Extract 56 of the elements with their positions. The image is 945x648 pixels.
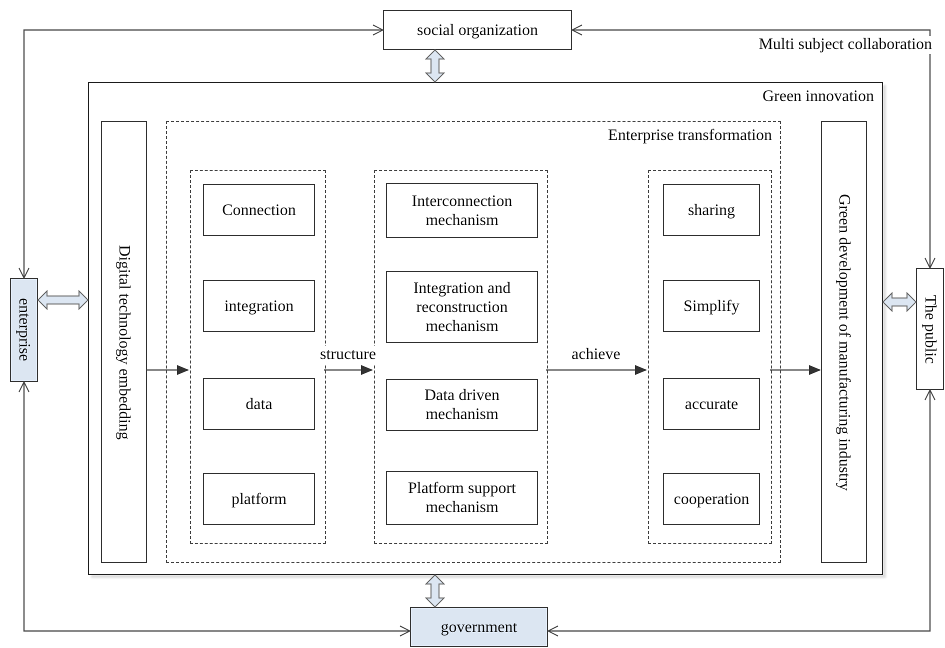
arrow (146, 365, 189, 375)
process-box (386, 379, 538, 431)
actor-box (410, 607, 548, 647)
process-box (663, 378, 760, 430)
dashed-group-box (374, 170, 548, 544)
node-label: The public (920, 294, 940, 366)
frame-box (88, 82, 883, 575)
group-title: Green innovation (762, 88, 874, 106)
process-box (663, 280, 760, 332)
node-label: platform (230, 490, 288, 510)
node-label: Connection (221, 200, 297, 220)
connector-line (548, 390, 936, 636)
process-box (663, 473, 760, 525)
process-box (101, 121, 147, 563)
dashed-group-box (648, 170, 772, 544)
edge-label: structure (319, 346, 377, 364)
connector-line (18, 24, 384, 278)
node-label: Interconnection mechanism (410, 192, 514, 230)
process-box (203, 184, 315, 236)
node-label: Platform support mechanism (407, 479, 517, 518)
process-box (203, 473, 315, 525)
node-label: sharing (686, 200, 736, 220)
arrow (546, 365, 647, 375)
node-label: integration (223, 296, 295, 316)
node-label: accurate (684, 394, 740, 414)
node-label: enterprise (14, 297, 34, 364)
process-box (386, 183, 538, 238)
connector-line (18, 382, 410, 636)
process-box (386, 271, 538, 343)
process-box (383, 10, 572, 50)
arrow (324, 365, 373, 375)
double-block-arrow (424, 49, 446, 83)
connector-line (572, 24, 936, 268)
process-box (203, 378, 315, 430)
node-label: government (440, 618, 518, 638)
process-box (663, 184, 760, 236)
double-block-arrow (37, 290, 89, 310)
actor-box (10, 278, 38, 382)
arrow (770, 365, 821, 375)
process-box (203, 280, 315, 332)
double-block-arrow (882, 292, 917, 312)
node-label: Digital technology embedding (114, 244, 134, 442)
node-label: data (244, 394, 274, 414)
annotation-label: Multi subject collaboration (758, 36, 933, 54)
dashed-group-box (166, 121, 781, 563)
process-box (386, 471, 538, 525)
node-label: cooperation (672, 490, 750, 510)
node-label: Data driven mechanism (423, 386, 501, 425)
double-block-arrow (424, 574, 446, 608)
process-box (916, 268, 944, 390)
node-label: Integration and reconstruction mechanism (412, 278, 512, 336)
node-label: Simplify (682, 296, 740, 316)
node-label: social organization (416, 20, 539, 40)
process-box (821, 121, 867, 563)
node-label: Green development of manufacturing industry (834, 192, 854, 493)
group-title: Enterprise transformation (608, 127, 772, 145)
